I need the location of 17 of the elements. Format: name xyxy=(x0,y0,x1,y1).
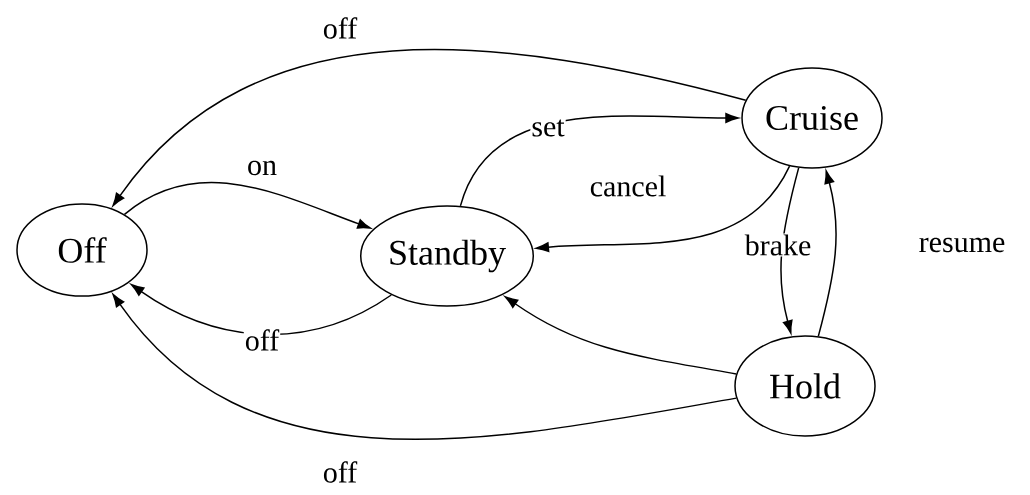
arrow xyxy=(123,182,371,229)
edge-label: off xyxy=(321,16,359,40)
edge-label: off xyxy=(321,460,359,484)
arrow xyxy=(535,165,791,253)
arrow xyxy=(780,167,800,334)
arrow xyxy=(112,293,738,440)
edge-label: off xyxy=(243,328,281,352)
arrow xyxy=(817,170,837,337)
arrow xyxy=(130,284,393,335)
edge-label: cancel xyxy=(588,174,668,198)
edge-label: on xyxy=(246,159,278,177)
edge-label: resume xyxy=(917,236,1007,254)
edge-label: set xyxy=(530,118,566,138)
edge-label: brake xyxy=(743,233,813,257)
arrow xyxy=(459,113,739,207)
arrow xyxy=(112,48,747,207)
arrow xyxy=(504,296,738,375)
